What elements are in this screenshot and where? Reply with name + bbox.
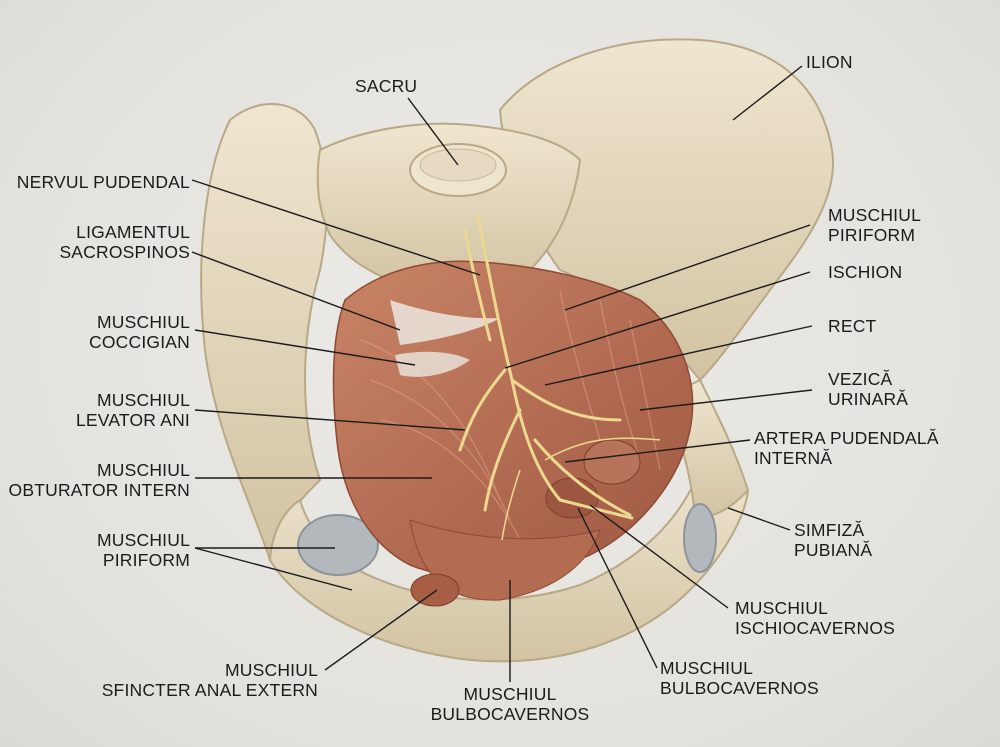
label-ilion: ILION	[806, 52, 853, 72]
anal-sphincter	[410, 573, 460, 607]
obturator-cartilage	[297, 514, 379, 576]
label-nervul-pudendal: NERVUL PUDENDAL	[16, 172, 190, 192]
sacrospinous-ligament	[390, 300, 500, 345]
leader-lines	[191, 65, 813, 682]
label-rect: RECT	[828, 316, 877, 336]
ilium-right-bone	[498, 38, 835, 382]
symphysis-cartilage	[683, 503, 717, 573]
label-sacru: SACRU	[355, 76, 418, 96]
label-ischion: ISCHION	[828, 262, 903, 282]
bladder	[583, 439, 641, 485]
pelvic-floor-muscles	[332, 260, 694, 579]
sacrum-bone	[316, 122, 582, 293]
ilium-left-bone	[200, 103, 328, 564]
pudendal-nerve	[458, 213, 634, 520]
ischiocavernosus	[545, 477, 599, 519]
